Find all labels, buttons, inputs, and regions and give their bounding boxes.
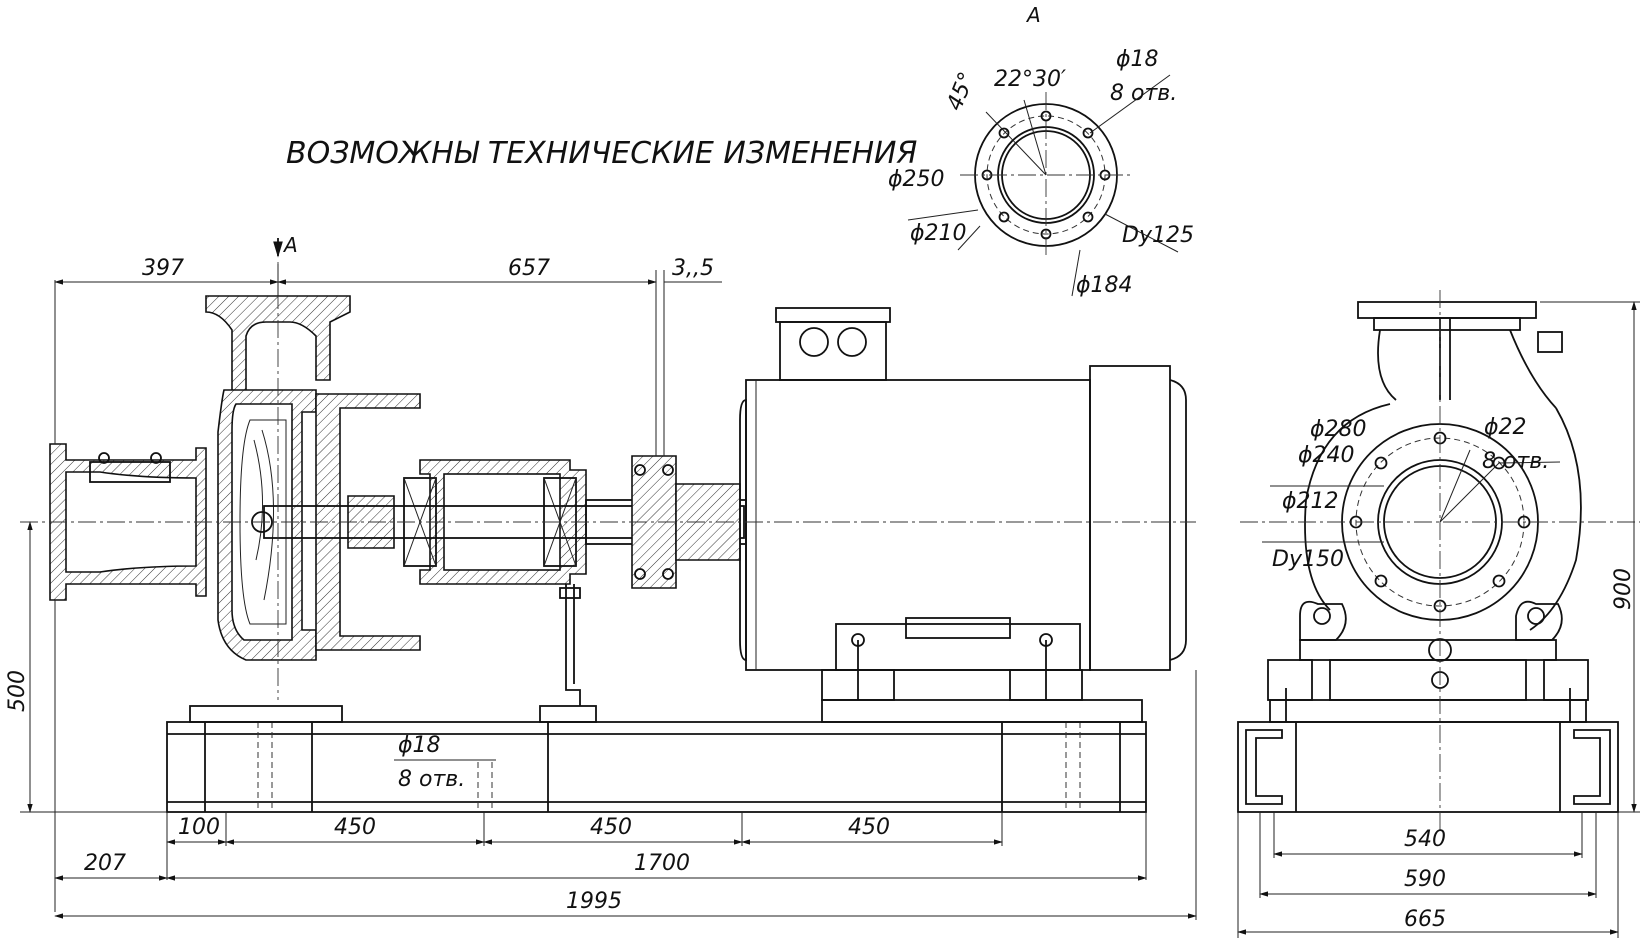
svg-text:ϕ18: ϕ18 xyxy=(1116,47,1159,72)
svg-text:ϕ184: ϕ184 xyxy=(1076,273,1133,298)
svg-text:900: 900 xyxy=(1611,568,1636,610)
svg-text:207: 207 xyxy=(84,851,126,876)
svg-text:665: 665 xyxy=(1404,907,1446,932)
bearing-housing xyxy=(403,459,587,706)
svg-text:ϕ280: ϕ280 xyxy=(1310,417,1367,442)
electric-motor xyxy=(739,307,1187,701)
svg-text:450: 450 xyxy=(848,815,890,840)
svg-text:ϕ212: ϕ212 xyxy=(1282,489,1339,514)
svg-text:100: 100 xyxy=(178,815,220,840)
svg-text:ϕ210: ϕ210 xyxy=(910,221,967,246)
svg-text:3,,5: 3,,5 xyxy=(672,256,714,281)
svg-text:397: 397 xyxy=(142,256,184,281)
base-frame xyxy=(166,699,1147,813)
svg-text:22°30′: 22°30′ xyxy=(994,67,1066,92)
side-dimensions: 900 540 590 665 xyxy=(1237,301,1640,938)
main-dimensions: 397 657 3,,5 500 ϕ18 8 отв. 100 450 450 … xyxy=(5,256,1197,920)
svg-text:657: 657 xyxy=(508,256,550,281)
side-view-labels: ϕ280 ϕ240 ϕ212 Dy150 ϕ22 8 отв. xyxy=(1262,415,1549,572)
svg-text:45°: 45° xyxy=(942,69,980,115)
svg-text:1995: 1995 xyxy=(566,889,622,914)
pump-casing xyxy=(49,295,421,661)
flange-view-a xyxy=(907,74,1179,297)
side-view xyxy=(1237,290,1640,830)
svg-text:8 отв.: 8 отв. xyxy=(1110,81,1177,106)
svg-text:1700: 1700 xyxy=(634,851,690,876)
svg-text:А: А xyxy=(282,233,298,257)
svg-text:ϕ240: ϕ240 xyxy=(1298,443,1355,468)
svg-text:8 отв.: 8 отв. xyxy=(398,767,465,792)
view-a-label: А xyxy=(1025,3,1041,27)
svg-text:ϕ250: ϕ250 xyxy=(888,167,945,192)
svg-text:Dy150: Dy150 xyxy=(1272,547,1344,572)
svg-text:500: 500 xyxy=(5,670,30,712)
flange-a-labels: 45° 22°30′ ϕ18 8 отв. ϕ250 ϕ210 Dy125 ϕ1… xyxy=(888,47,1194,298)
svg-text:Dy125: Dy125 xyxy=(1122,223,1194,248)
svg-text:450: 450 xyxy=(334,815,376,840)
svg-text:ϕ22: ϕ22 xyxy=(1484,415,1527,440)
svg-text:540: 540 xyxy=(1404,827,1446,852)
section-marker: А xyxy=(273,233,298,258)
svg-text:8 отв.: 8 отв. xyxy=(1482,449,1549,474)
svg-text:ϕ18: ϕ18 xyxy=(398,733,441,758)
svg-text:450: 450 xyxy=(590,815,632,840)
drawing-title: ВОЗМОЖНЫ ТЕХНИЧЕСКИЕ ИЗМЕНЕНИЯ xyxy=(286,136,917,171)
svg-text:590: 590 xyxy=(1404,867,1446,892)
